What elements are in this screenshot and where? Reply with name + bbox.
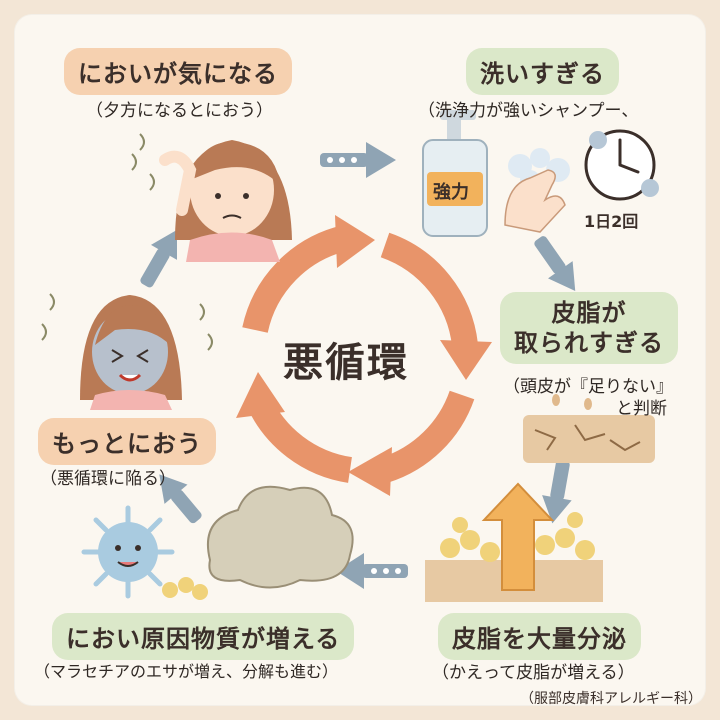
arrow-worse-smell-shaft (140, 248, 170, 288)
odor-cloud-icon (206, 485, 354, 589)
step-cause-subtitle: （マラセチアのエサが増え、分解も進む） (34, 662, 339, 681)
center-title: 悪循環 (283, 340, 409, 386)
cycle-arrowhead-right (440, 340, 492, 380)
step-sebum-taken-title: 皮脂が 取られすぎる (500, 292, 678, 364)
cycle-arrow-bottom (380, 390, 475, 483)
cycle-arrowhead-top (335, 215, 375, 268)
step-wash-subtitle: （洗浄力が強いシャンプー、 (418, 101, 639, 121)
step-sebum-taken-title-line1: 皮脂が (551, 299, 627, 327)
cycle-arrowhead-left (236, 372, 285, 418)
woman-smelly-icon (41, 293, 213, 410)
step-sebum-taken-title-line2: 取られすぎる (514, 329, 664, 357)
arrow-secrete-cause-head (336, 553, 364, 589)
wash-note: 1日2回 (584, 212, 639, 231)
cycle-arrowhead-bottom (348, 447, 392, 496)
cycle-arrow-top (242, 225, 349, 334)
clock-icon (584, 129, 659, 201)
arrow-worse-smell-head (151, 229, 177, 260)
step-worse-title: もっとにおう (38, 418, 216, 465)
arrow-cause-worse-shaft (170, 489, 202, 524)
arrow-sebum-secrete-head (542, 495, 572, 524)
step-sebum-taken-subtitle-line2: と判断 (616, 399, 667, 419)
arrow-sebum-secrete-shaft (550, 459, 570, 501)
arrow-wash-sebum-head (548, 261, 576, 292)
woman-worried-icon (131, 133, 292, 262)
shampoo-bottle-icon (422, 110, 488, 237)
cycle-arrows (236, 215, 492, 496)
bottle-label: 強力 (433, 182, 469, 203)
step-smell-title: においが気になる (64, 48, 292, 95)
washing-hands-icon (504, 148, 570, 233)
step-wash-title: 洗いすぎる (466, 48, 619, 95)
dry-scalp-icon (523, 394, 655, 463)
sebum-rising-icon (425, 482, 603, 602)
step-smell-subtitle: （夕方になるとにおう） (86, 101, 273, 121)
arrow-cause-worse-head (159, 474, 188, 504)
step-secrete-title: 皮脂を大量分泌 (438, 613, 641, 660)
cycle-arrow-right (380, 232, 478, 347)
credit-text: （服部皮膚科アレルギー科） (520, 691, 702, 707)
arrow-smell-wash-head (366, 142, 396, 178)
step-cause-title: におい原因物質が増える (52, 613, 355, 660)
step-arrows (140, 142, 576, 589)
step-worse-subtitle: （悪循環に陥る） (40, 469, 176, 489)
step-sebum-taken-subtitle-line1: （頭皮が『足りない』 (503, 377, 673, 397)
germ-icon (81, 505, 208, 600)
arrow-wash-sebum-shaft (534, 236, 566, 274)
step-secrete-subtitle: （かえって皮脂が増える） (432, 663, 635, 683)
